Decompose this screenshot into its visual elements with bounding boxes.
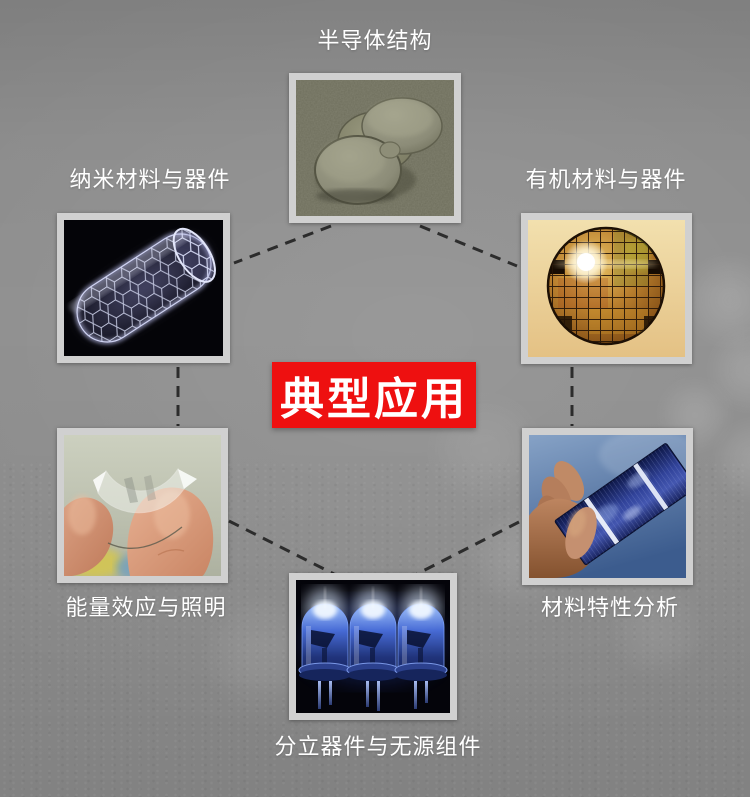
connector-top-to-upperright	[419, 224, 518, 268]
label-semiconductor-structure: 半导体结构	[317, 28, 433, 53]
connector-lowerleft-to-bottom	[228, 519, 335, 576]
blue-leds-image	[296, 580, 450, 713]
bokeh-spot	[710, 330, 750, 410]
flexible-film-image	[64, 435, 221, 576]
photo-frame-flexible-film	[57, 428, 228, 583]
carbon-nanotube-image	[64, 220, 223, 356]
connector-top-to-upperleft	[233, 224, 332, 265]
bokeh-spot	[715, 420, 750, 500]
label-discrete-passive-components: 分立器件与无源组件	[274, 734, 482, 759]
photo-frame-semiconductor	[289, 73, 461, 223]
photo-frame-leds	[289, 573, 457, 720]
label-energy-effects-lighting: 能量效应与照明	[65, 595, 227, 620]
bokeh-spot	[685, 255, 750, 345]
label-nano-materials-devices: 纳米材料与器件	[69, 167, 231, 192]
photo-frame-solar-cell	[522, 428, 693, 585]
solar-cell-image	[529, 435, 686, 578]
label-organic-materials-devices: 有机材料与器件	[525, 167, 687, 192]
photo-frame-nanotube	[57, 213, 230, 363]
silicon-wafer-image	[528, 220, 685, 357]
label-material-property-analysis: 材料特性分析	[540, 595, 679, 620]
photo-frame-wafer	[521, 213, 692, 364]
connector-lowerright-to-bottom	[416, 520, 520, 576]
sem-micrograph-discs-image	[296, 80, 454, 216]
center-badge-typical-applications: 典型应用	[272, 362, 476, 428]
